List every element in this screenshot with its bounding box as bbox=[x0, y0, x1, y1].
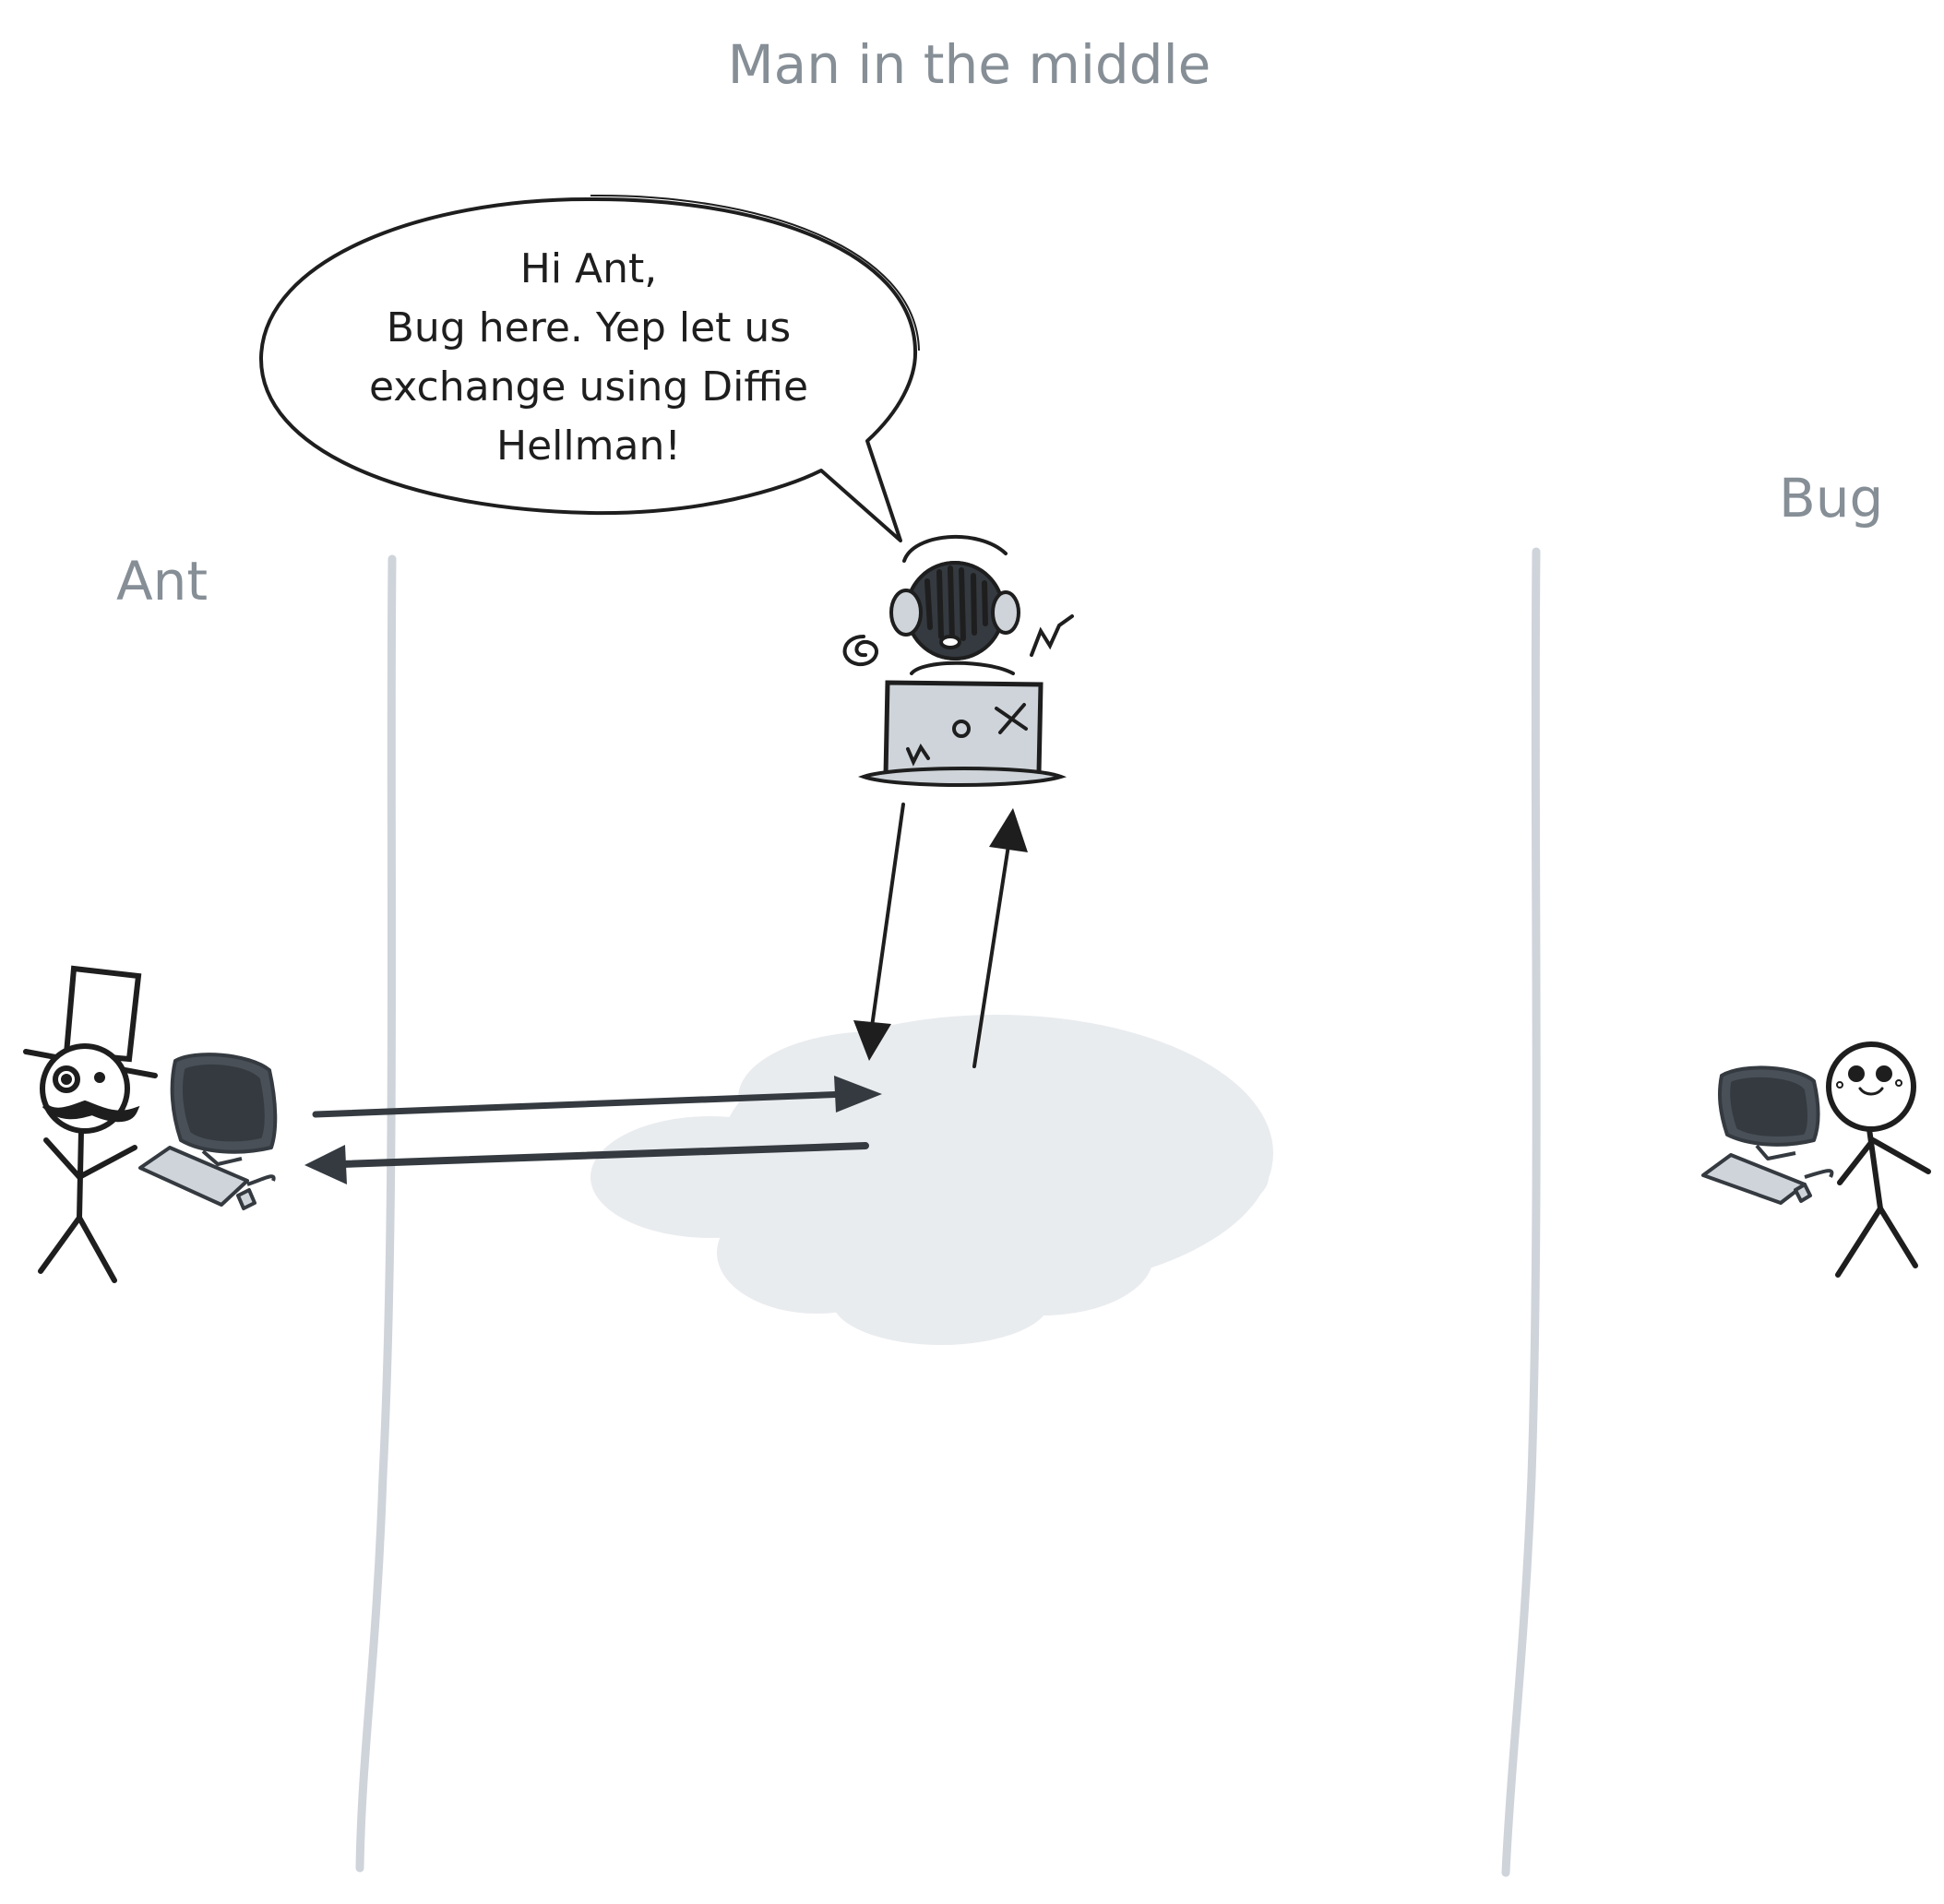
desktop-computer-icon bbox=[1701, 1065, 1834, 1205]
diagram-title-text: Man in the middle bbox=[727, 33, 1211, 96]
desktop-computer-icon bbox=[138, 1053, 278, 1210]
hacker-laptop-icon bbox=[842, 534, 1074, 787]
speech-bubble bbox=[258, 194, 920, 542]
bubble-line: exchange using Diffie bbox=[368, 363, 809, 411]
bubble-line: Hi Ant, bbox=[519, 245, 658, 292]
ant-label: Ant bbox=[116, 550, 209, 613]
bug-figure-icon bbox=[1826, 1041, 1931, 1278]
ant-figure-icon bbox=[23, 965, 158, 1283]
bug-label: Bug bbox=[1779, 467, 1884, 530]
diagram-title: Man in the middle bbox=[0, 33, 1944, 96]
network-cloud-icon bbox=[590, 1015, 1273, 1345]
ant-lifeline bbox=[355, 554, 397, 1873]
arrow-cloud-to-hacker bbox=[972, 808, 1028, 1068]
bubble-line: Bug here. Yep let us bbox=[386, 304, 792, 351]
arrow-cloud-to-ant bbox=[304, 1142, 869, 1184]
arrow-hacker-to-cloud bbox=[853, 803, 905, 1061]
bug-lifeline bbox=[1501, 547, 1541, 1877]
arrow-ant-to-cloud bbox=[312, 1076, 882, 1118]
speech-bubble-text: Hi Ant, Bug here. Yep let us exchange us… bbox=[332, 240, 845, 476]
bubble-line: Hellman! bbox=[496, 422, 681, 470]
